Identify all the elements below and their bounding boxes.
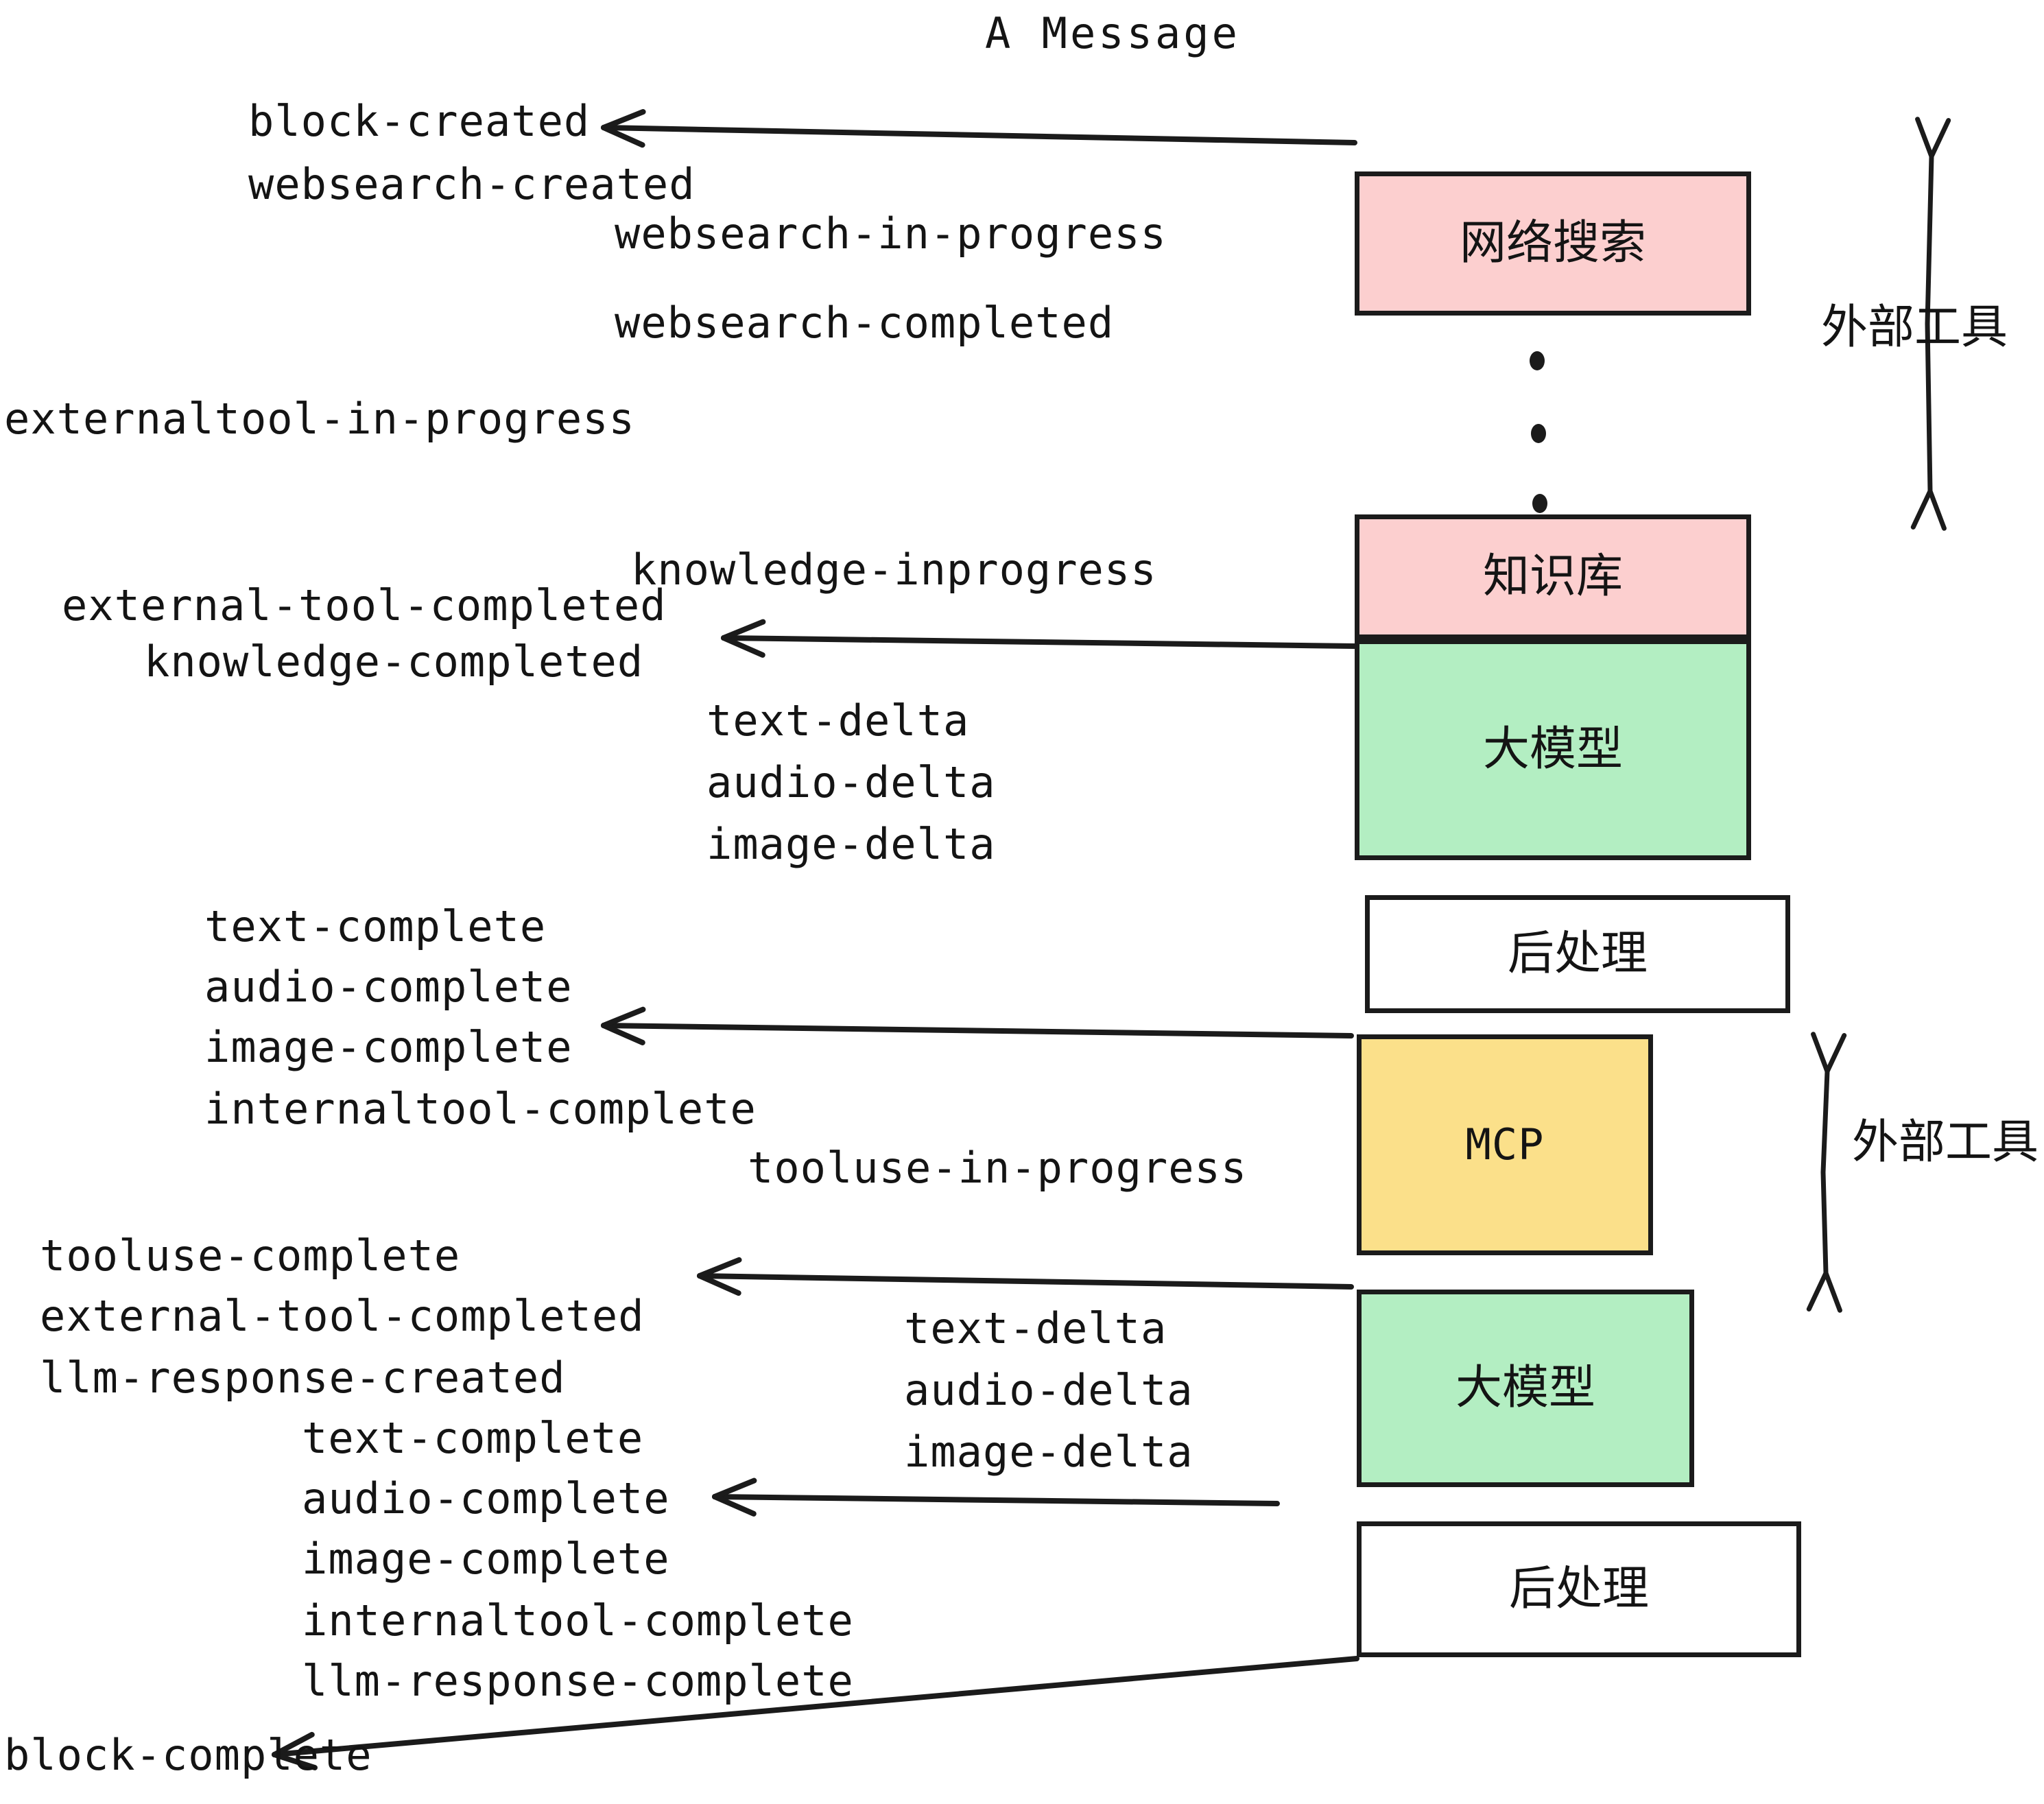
arrowhead-icon [601, 1006, 646, 1045]
event-label: websearch-in-progress [615, 209, 1167, 259]
event-label: internaltool-complete [204, 1084, 757, 1134]
ellipsis-dot-icon [1530, 351, 1545, 370]
node-label: 大模型 [1455, 1361, 1595, 1415]
node-label: 网络搜索 [1459, 216, 1646, 270]
image-complete-return [601, 1006, 1354, 1045]
event-label: block-created [248, 96, 591, 146]
event-label: text-delta [706, 696, 970, 746]
node-label: 大模型 [1482, 722, 1623, 776]
arrowhead-icon [1806, 1270, 1842, 1313]
arrow-layer [272, 109, 1951, 1771]
node-label: MCP [1465, 1119, 1545, 1170]
event-label: audio-delta [904, 1365, 1193, 1415]
websearch-created-return [601, 109, 1357, 148]
ellipsis-dot-icon [1531, 424, 1546, 443]
block-complete-return [272, 1656, 1359, 1771]
arrowhead-icon [1811, 1032, 1847, 1074]
node-label: 后处理 [1508, 1562, 1649, 1616]
event-label: block-complete [4, 1730, 372, 1780]
node-label: 后处理 [1507, 927, 1648, 981]
event-label: image-complete [302, 1534, 670, 1584]
event-label: text-complete [302, 1413, 644, 1463]
external-tools-upper-span [1910, 117, 1951, 531]
external-tools-group-label: 外部工具 [1852, 1115, 2039, 1170]
event-label: external-tool-completed [62, 580, 667, 630]
arrowhead-icon [601, 109, 646, 148]
diagram-title: A Message [985, 8, 1240, 58]
node-box: 网络搜索 [1355, 171, 1751, 316]
event-label: image-complete [204, 1022, 573, 1072]
event-label: tooluse-complete [40, 1231, 461, 1281]
event-label: tooluse-in-progress [748, 1143, 1248, 1193]
ellipsis-dot-icon [1532, 494, 1547, 513]
arrowhead-icon [272, 1731, 318, 1771]
event-label: internaltool-complete [302, 1595, 854, 1646]
event-label: image-delta [904, 1427, 1193, 1477]
arrowhead-icon [721, 619, 766, 658]
node-label: 知识库 [1482, 549, 1623, 604]
external-tools-lower-span [1806, 1032, 1847, 1313]
event-label: text-delta [904, 1303, 1167, 1353]
node-box: 知识库 [1355, 514, 1751, 639]
event-label: websearch-created [248, 159, 696, 209]
arrowhead-icon [1910, 488, 1947, 531]
external-tools-group-label: 外部工具 [1821, 300, 2008, 355]
event-label: externaltool-in-progress [4, 394, 635, 444]
event-label: audio-complete [302, 1473, 670, 1523]
node-box: 后处理 [1365, 895, 1790, 1013]
node-box: MCP [1357, 1034, 1653, 1255]
arrowhead-icon [697, 1257, 742, 1296]
event-label: llm-response-complete [302, 1656, 854, 1706]
node-box: 大模型 [1355, 639, 1751, 860]
node-box: 后处理 [1357, 1521, 1801, 1657]
event-label: text-complete [204, 901, 547, 951]
event-label: audio-complete [204, 962, 573, 1012]
event-label: knowledge-completed [144, 637, 644, 687]
arrowhead-icon [1915, 117, 1951, 159]
tooluse-complete-return [697, 1257, 1354, 1296]
event-label: image-delta [706, 819, 996, 869]
audio-complete-return [712, 1477, 1280, 1517]
event-label: knowledge-inprogress [631, 545, 1157, 595]
event-label: llm-response-created [40, 1353, 566, 1403]
event-label: external-tool-completed [40, 1291, 645, 1341]
event-label: websearch-completed [615, 298, 1115, 348]
arrowhead-icon [712, 1477, 757, 1517]
event-label: audio-delta [706, 757, 996, 807]
knowledge-completed-return [721, 619, 1357, 658]
node-box: 大模型 [1357, 1290, 1694, 1487]
